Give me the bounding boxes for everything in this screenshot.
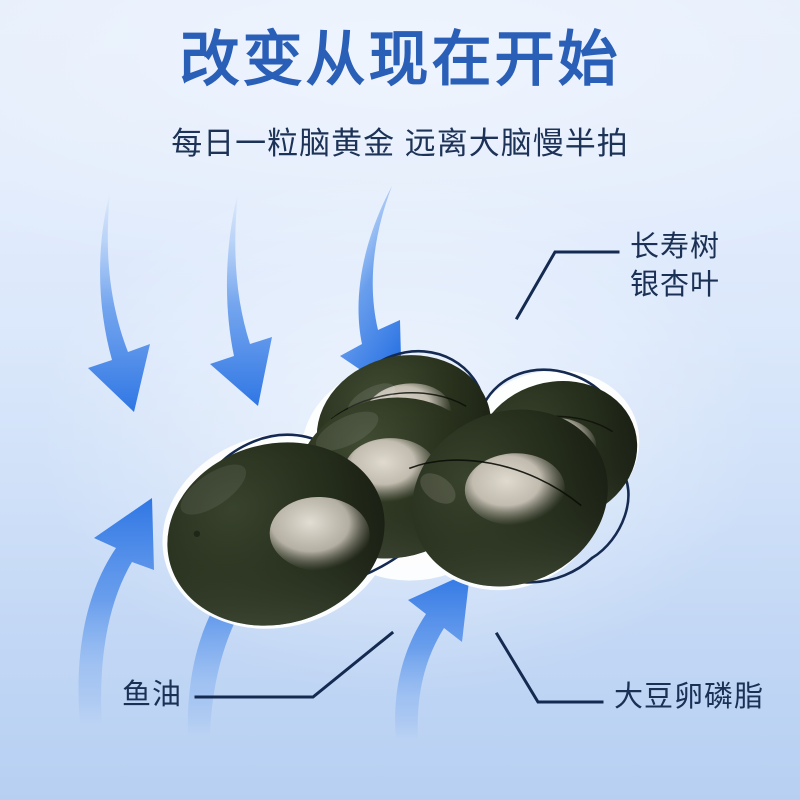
callout-ginkgo-line1: 长寿树	[630, 231, 721, 263]
capsule-front-right	[408, 409, 608, 587]
callout-label-fish-oil: 鱼油	[122, 679, 183, 711]
arrow-up-3	[395, 572, 470, 740]
arrow-up-1	[78, 498, 154, 724]
leader-line-ginkgo	[514, 250, 620, 321]
page-title: 改变从现在开始	[179, 26, 621, 93]
page-subtitle: 每日一粒脑黄金 远离大脑慢半拍	[171, 126, 629, 161]
leader-line-soy-lecithin	[494, 631, 604, 704]
callout-ginkgo-line2: 银杏叶	[630, 269, 721, 301]
arrow-down-1	[88, 192, 150, 412]
leader-line-fish-oil	[194, 630, 395, 699]
arrow-down-2	[210, 192, 272, 406]
arrow-down-3	[340, 186, 402, 398]
callout-label-ginkgo: 长寿树 银杏叶	[630, 228, 720, 304]
callout-label-soy-lecithin: 大豆卵磷脂	[614, 681, 765, 713]
capsule-front-left	[167, 442, 385, 626]
